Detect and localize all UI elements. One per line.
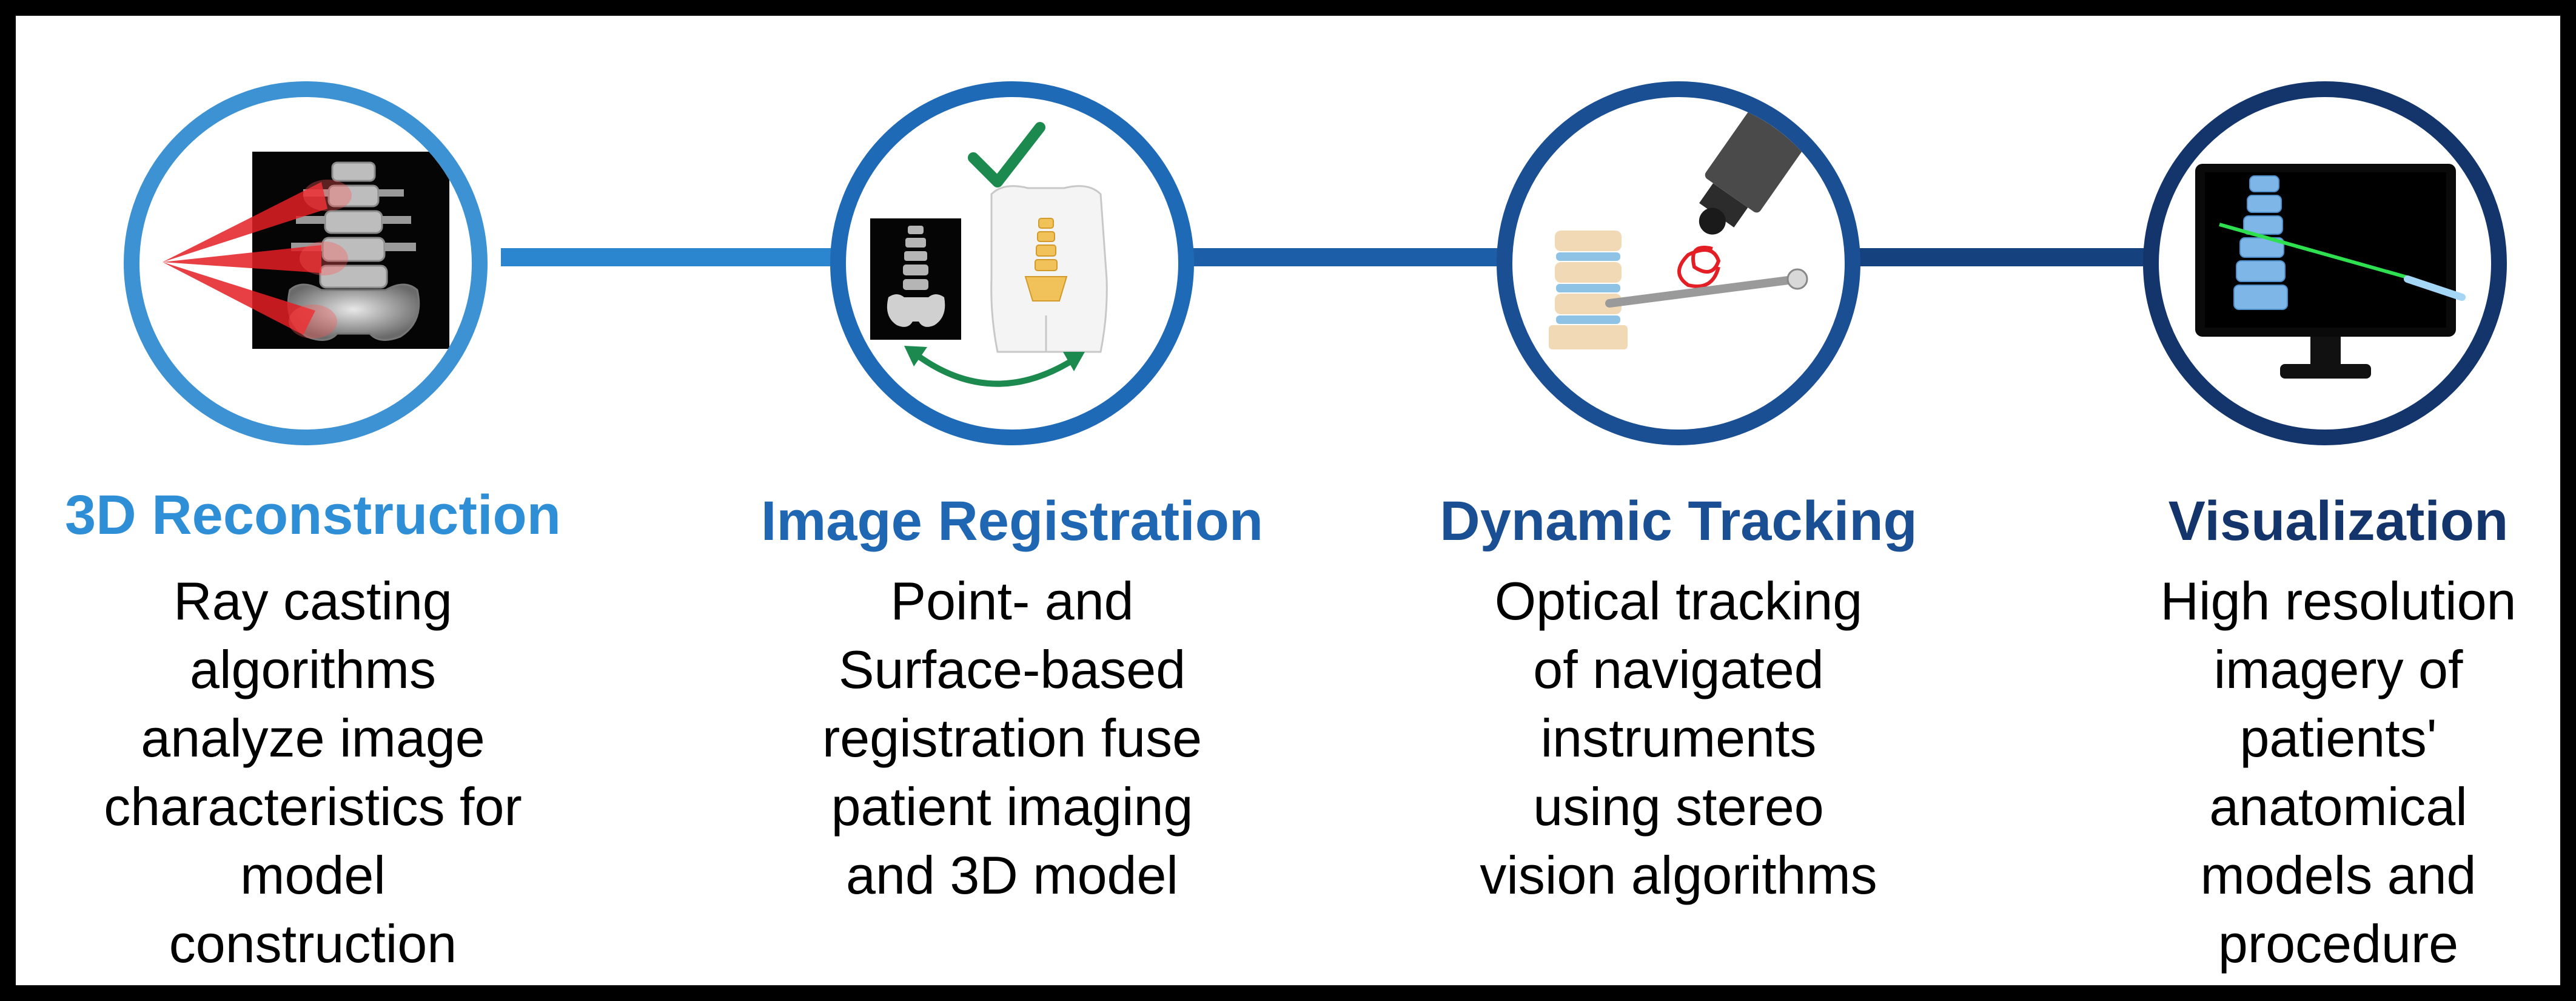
stage-title-visualization: Visualization bbox=[2168, 490, 2509, 552]
check-icon bbox=[968, 122, 1045, 187]
monitor-visualization-icon bbox=[2195, 164, 2466, 379]
spine-ray-casting-icon bbox=[163, 152, 449, 349]
optical-tracking-icon bbox=[1549, 108, 1808, 349]
stage-description-registration: Point- and Surface-based registration fu… bbox=[822, 571, 1202, 905]
connector-line-1 bbox=[501, 248, 847, 266]
connector-line-3 bbox=[1859, 248, 2175, 266]
camera-icon bbox=[1699, 108, 1805, 235]
stage-title-registration: Image Registration bbox=[760, 490, 1264, 552]
image-registration-icon bbox=[870, 122, 1108, 387]
stage-title-reconstruction: 3D Reconstruction bbox=[65, 484, 561, 546]
stage-title-tracking: Dynamic Tracking bbox=[1440, 490, 1917, 552]
stage-circle-registration bbox=[830, 81, 1194, 445]
stage-circle-visualization bbox=[2143, 81, 2507, 445]
connector-line-2 bbox=[1192, 248, 1508, 266]
stage-description-tracking: Optical tracking of navigated instrument… bbox=[1480, 571, 1877, 905]
stage-description-visualization: High resolution imagery of patients' ana… bbox=[2160, 571, 2517, 974]
stage-description-reconstruction: Ray casting algorithms analyze image cha… bbox=[104, 571, 522, 974]
stage-circle-reconstruction bbox=[124, 81, 488, 445]
stage-circle-tracking bbox=[1497, 81, 1860, 445]
